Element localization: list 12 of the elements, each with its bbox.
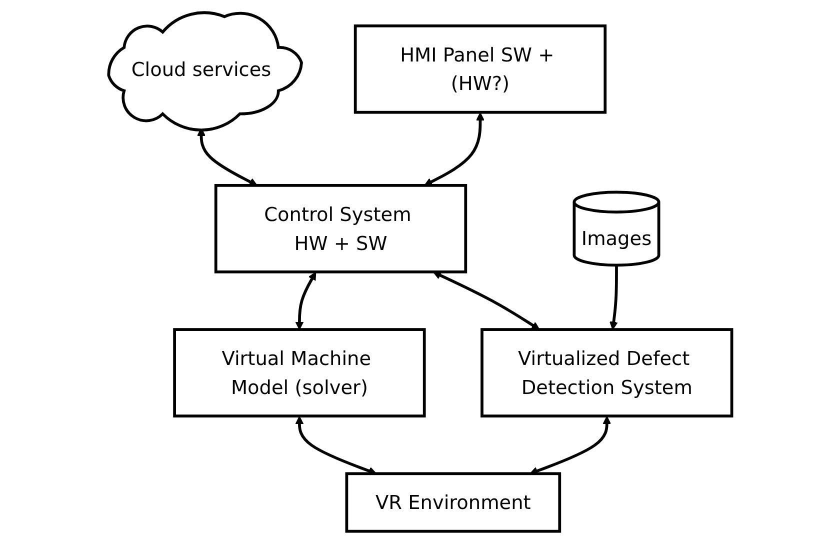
arrow — [432, 271, 540, 330]
arrow — [424, 112, 484, 186]
arrow — [609, 265, 618, 330]
node-box — [214, 184, 467, 274]
node-box — [172, 328, 426, 418]
node-box — [345, 472, 561, 533]
flowchart: Cloud services HMI Panel SW + (HW?) Control System HW + SW Virtual Machine Model (solver) Images Virtualized Defect Detection System VR Environment — [100, 5, 740, 539]
node-box — [480, 328, 733, 418]
node-box — [354, 24, 606, 114]
arrow — [529, 416, 611, 475]
arrow — [294, 416, 376, 475]
arrow — [294, 272, 316, 330]
